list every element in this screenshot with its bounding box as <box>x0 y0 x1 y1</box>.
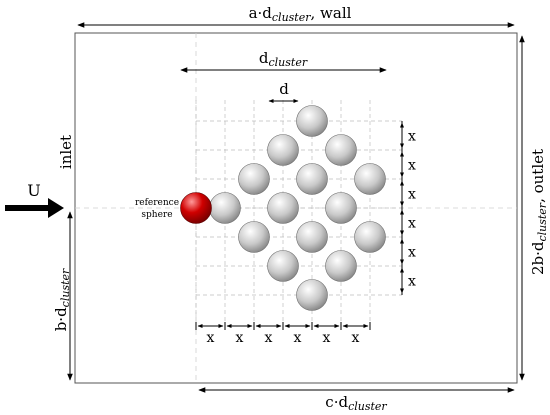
cluster-sphere <box>267 250 299 282</box>
cluster-sphere <box>354 163 386 195</box>
cluster-sphere <box>296 163 328 195</box>
reference-sphere <box>180 192 212 224</box>
domain-length-label: a·dcluster, wall <box>249 4 352 24</box>
cluster-sphere <box>325 134 357 166</box>
horizontal-spacing-label: x <box>294 330 302 346</box>
sphere-cluster <box>180 105 386 311</box>
outlet-label: 2b·dcluster, outlet <box>529 149 549 275</box>
horizontal-spacing-label: x <box>323 330 331 346</box>
inlet-label: inlet <box>57 135 75 169</box>
inlet-velocity-arrow <box>5 198 64 218</box>
horizontal-spacing-label: x <box>207 330 215 346</box>
cluster-sphere <box>325 192 357 224</box>
vertical-spacing-label: x <box>408 245 416 261</box>
sphere-diameter-label: d <box>279 80 289 98</box>
horizontal-spacing-label: x <box>352 330 360 346</box>
downstream-length-label: c·dcluster <box>325 393 387 413</box>
cluster-sphere <box>354 221 386 253</box>
cluster-sphere <box>209 192 241 224</box>
cluster-sphere <box>325 250 357 282</box>
horizontal-spacing-label: x <box>265 330 273 346</box>
cluster-sphere <box>267 134 299 166</box>
reference-sphere-label-2: sphere <box>141 210 172 220</box>
reference-sphere-label: reference <box>135 198 179 208</box>
vertical-spacing-label: x <box>408 129 416 145</box>
cluster-sphere <box>267 192 299 224</box>
cluster-sphere <box>296 221 328 253</box>
horizontal-spacing-label: x <box>236 330 244 346</box>
velocity-label: U <box>27 181 40 200</box>
cluster-sphere <box>238 163 270 195</box>
cluster-sphere <box>238 221 270 253</box>
cluster-diameter-label: dcluster <box>259 49 308 69</box>
cluster-sphere <box>296 105 328 137</box>
vertical-spacing-label: x <box>408 274 416 290</box>
cluster-sphere <box>296 279 328 311</box>
half-height-label: b·dcluster <box>52 268 72 331</box>
vertical-spacing-label: x <box>408 216 416 232</box>
vertical-spacing-label: x <box>408 158 416 174</box>
vertical-spacing-label: x <box>408 187 416 203</box>
